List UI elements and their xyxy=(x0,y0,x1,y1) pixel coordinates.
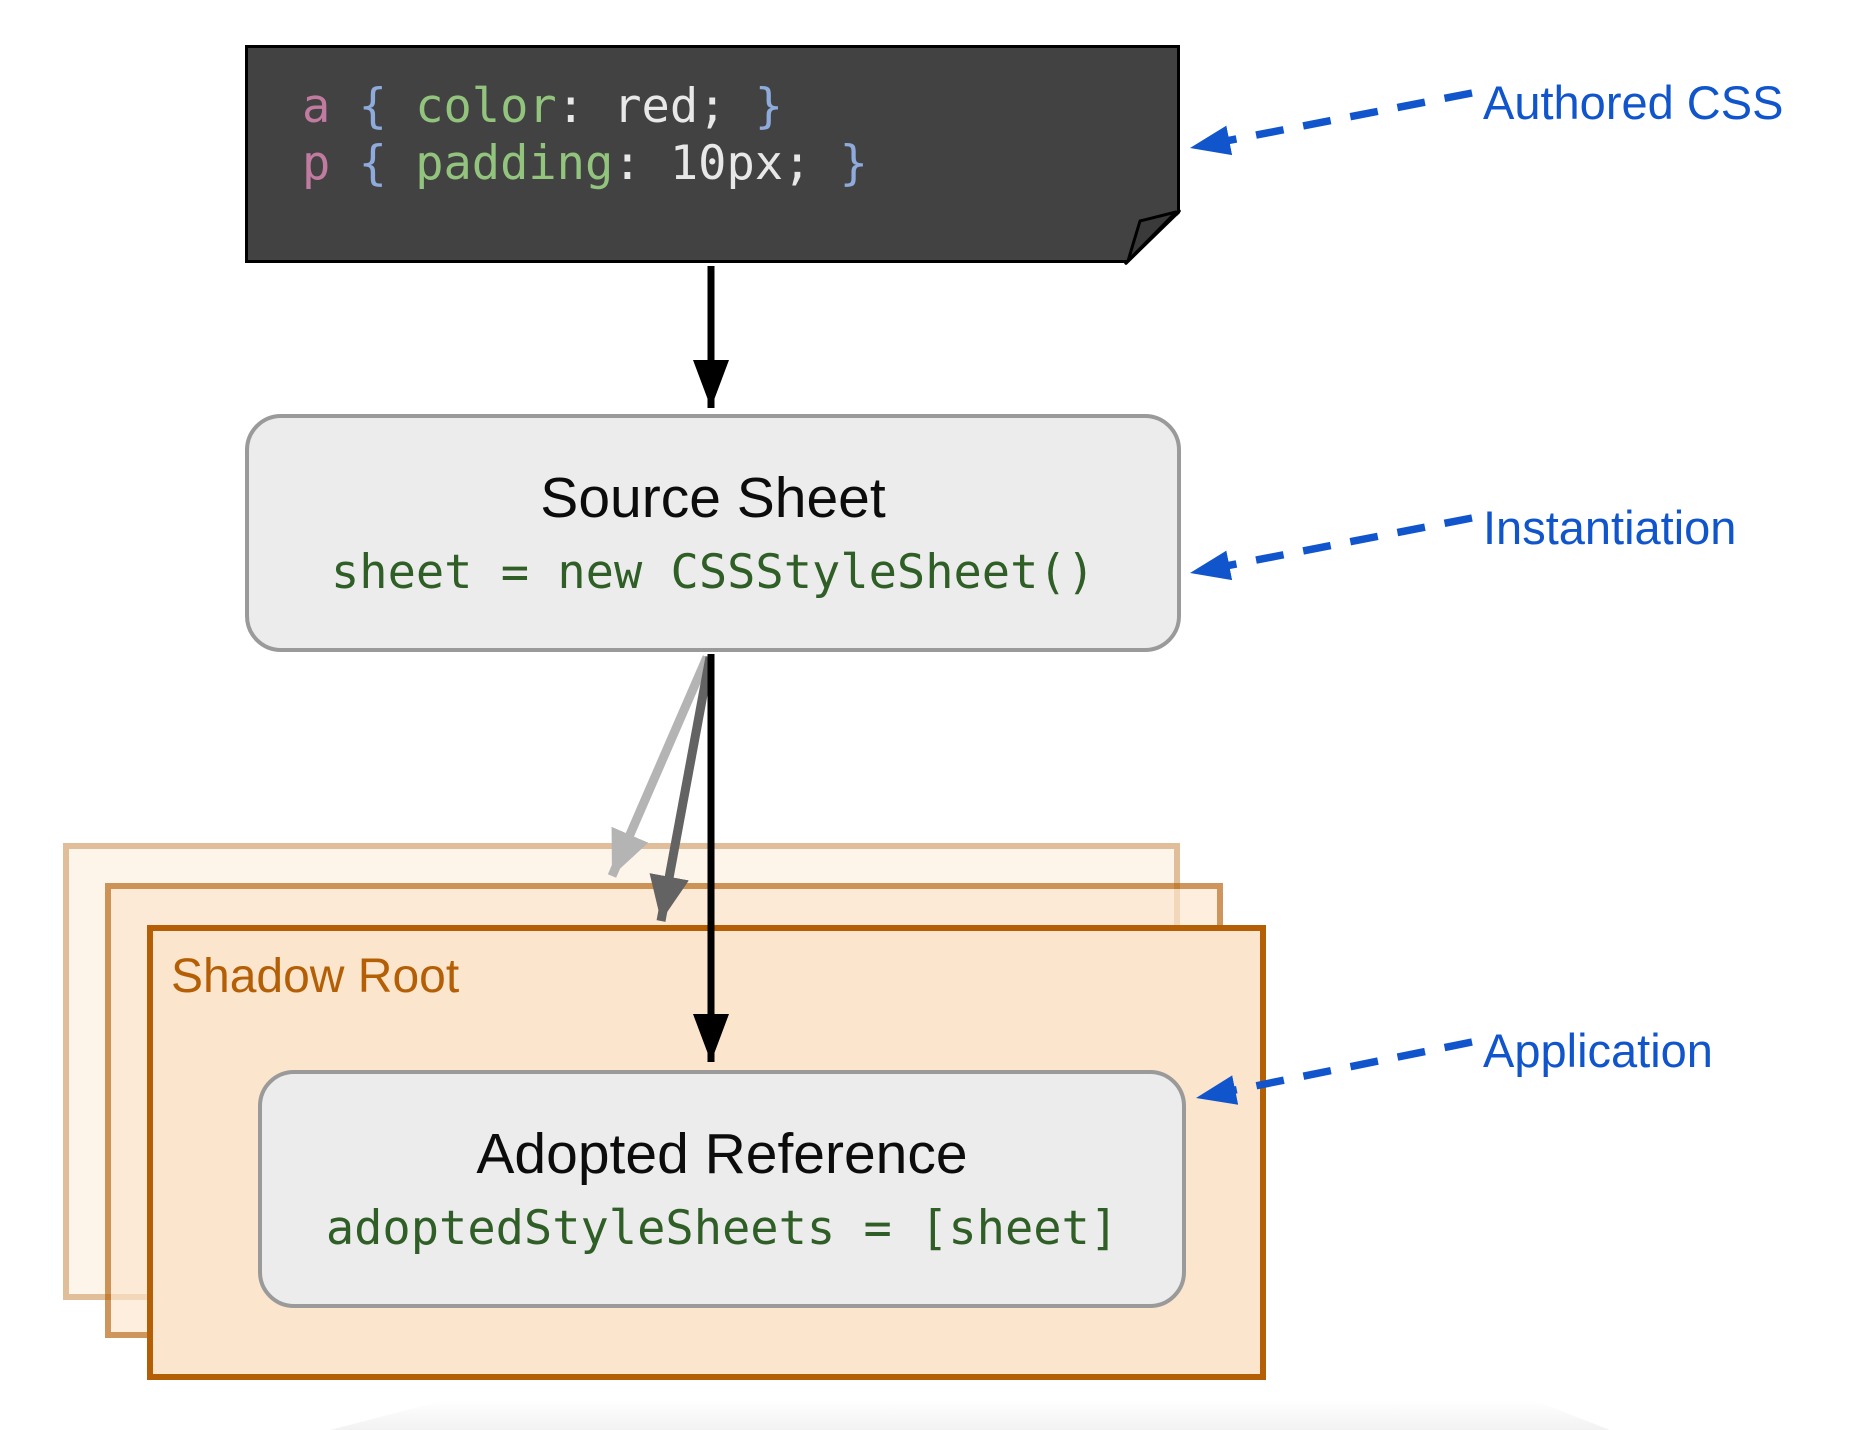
source-sheet-title: Source Sheet xyxy=(540,466,886,530)
shadow-root-label: Shadow Root xyxy=(171,950,460,1003)
adopted-reference-title: Adopted Reference xyxy=(476,1122,968,1186)
authored-css-label: Authored CSS xyxy=(1483,76,1784,129)
css-value: : 10px; xyxy=(613,136,840,191)
css-value: : red; xyxy=(556,79,755,134)
css-rule-line-1: a { color: red; } xyxy=(302,78,1177,135)
css-selector: p xyxy=(302,136,359,191)
instantiation-label: Instantiation xyxy=(1483,501,1737,554)
css-open-brace: { xyxy=(358,79,416,134)
authored-css-code-block: a { color: red; } p { padding: 10px; } xyxy=(245,45,1180,263)
css-rule-line-2: p { padding: 10px; } xyxy=(302,135,1177,192)
css-open-brace: { xyxy=(358,136,416,191)
adopted-reference-code: adoptedStyleSheets = [sheet] xyxy=(325,1201,1119,1256)
source-sheet-code: sheet = new CSSStyleSheet() xyxy=(330,545,1095,600)
floor-shadow xyxy=(330,1400,1610,1430)
css-property: color xyxy=(415,79,557,134)
arrow-instantiation-annotation xyxy=(1189,514,1473,581)
css-property: padding xyxy=(415,136,614,191)
adopted-reference-box: Adopted Reference adoptedStyleSheets = [… xyxy=(258,1070,1186,1308)
application-label: Application xyxy=(1483,1024,1713,1077)
css-close-brace: } xyxy=(839,136,868,191)
css-selector: a xyxy=(302,79,359,134)
arrow-authored-css-annotation xyxy=(1189,89,1473,156)
css-close-brace: } xyxy=(754,79,784,134)
source-sheet-box: Source Sheet sheet = new CSSStyleSheet() xyxy=(245,414,1181,652)
